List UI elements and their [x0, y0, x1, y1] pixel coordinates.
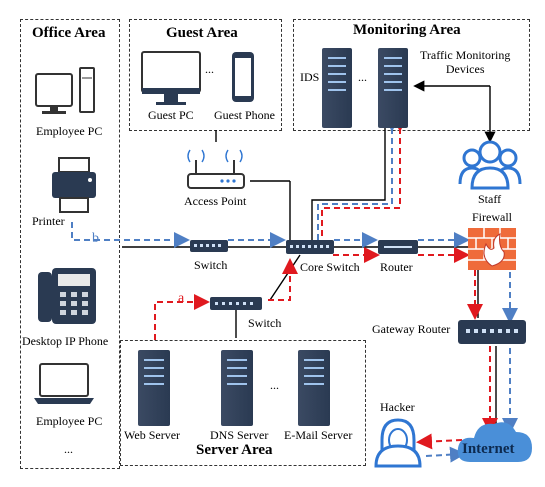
guest-pc-icon [141, 51, 201, 105]
monitoring-area-zone [293, 19, 530, 131]
hacker-icon [374, 418, 422, 468]
guest-phone-icon [232, 52, 254, 102]
core-switch-label: Core Switch [300, 260, 360, 274]
path-a-label: a [178, 291, 185, 306]
dns-server-label: DNS Server [210, 428, 269, 442]
router-label: Router [380, 260, 413, 274]
monitor-more-label: ... [358, 70, 367, 84]
firewall-label: Firewall [472, 210, 512, 224]
path-b-label: b [92, 231, 99, 246]
firewall-icon [468, 228, 516, 270]
switch-left-label: Switch [194, 258, 228, 272]
desktop-ip-phone-label: Desktop IP Phone [22, 334, 109, 348]
staff-icon [458, 140, 522, 190]
core-switch-icon [286, 240, 334, 254]
printer-icon [52, 157, 96, 213]
desktop-ip-phone-icon [38, 268, 96, 324]
email-server-label: E-Mail Server [284, 428, 353, 442]
switch-left-icon [190, 240, 228, 252]
router-icon [378, 240, 418, 254]
gateway-router-label: Gateway Router [372, 322, 451, 336]
access-point-label: Access Point [184, 194, 247, 208]
gateway-router-icon [458, 320, 526, 344]
guest-area-title: Guest Area [166, 25, 238, 41]
employee-pc-1-label: Employee PC [36, 124, 103, 138]
traffic-monitoring-label: Traffic Monitoring Devices [420, 48, 511, 76]
office-area-zone [20, 19, 120, 469]
guest-phone-label: Guest Phone [214, 108, 275, 122]
access-point-icon [187, 149, 245, 189]
ids-server-icon [322, 48, 352, 128]
printer-label: Printer [32, 214, 65, 228]
web-server-icon [138, 350, 170, 426]
guest-more-label: ... [205, 62, 214, 76]
guest-area-zone [129, 19, 282, 131]
monitoring-area-title: Monitoring Area [353, 22, 461, 38]
server-area-title: Server Area [196, 442, 273, 458]
switch-bottom-label: Switch [248, 316, 282, 330]
ids-label: IDS [300, 70, 320, 84]
internet-label: Internet [462, 441, 515, 457]
employee-pc-1-icon [35, 67, 95, 114]
office-more-label: ... [64, 442, 73, 456]
internet-cloud-icon [457, 422, 532, 462]
staff-label: Staff [478, 192, 502, 206]
web-server-label: Web Server [124, 428, 181, 442]
server-more-label: ... [270, 378, 279, 392]
switch-bottom-icon [210, 297, 262, 310]
hacker-label: Hacker [380, 400, 415, 414]
dns-server-icon [221, 350, 253, 426]
office-area-title: Office Area [32, 25, 106, 41]
employee-pc-2-label: Employee PC [36, 414, 103, 428]
guest-pc-label: Guest PC [148, 108, 194, 122]
monitoring-server-icon [378, 48, 408, 128]
server-area-zone [120, 340, 366, 466]
email-server-icon [298, 350, 330, 426]
employee-pc-2-icon [34, 363, 94, 404]
